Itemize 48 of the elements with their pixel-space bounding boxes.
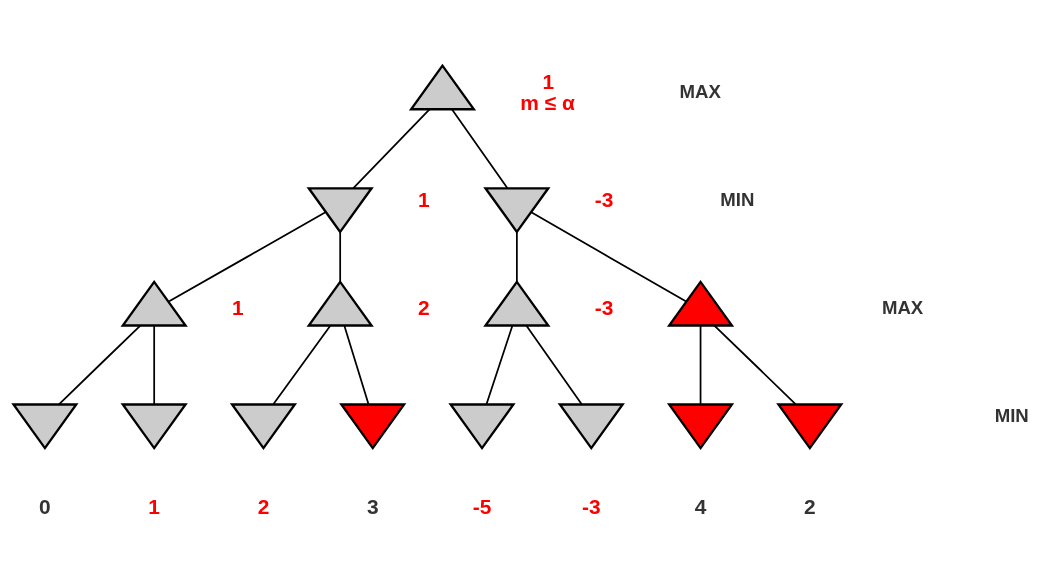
node-label: 1 bbox=[542, 69, 555, 93]
node-label: -3 bbox=[594, 295, 614, 319]
connector bbox=[343, 324, 370, 405]
node-triangle bbox=[776, 402, 844, 450]
node-label: 3 bbox=[366, 494, 379, 518]
connector bbox=[272, 324, 332, 405]
connector bbox=[485, 324, 514, 405]
node-triangle bbox=[120, 402, 188, 450]
node-triangle bbox=[408, 63, 477, 110]
label: MAX bbox=[679, 80, 721, 102]
connector bbox=[530, 210, 688, 302]
node-triangle bbox=[483, 186, 551, 234]
node-triangle bbox=[306, 279, 374, 327]
node-label: 1 bbox=[232, 295, 244, 319]
node-triangle bbox=[666, 279, 735, 327]
connector bbox=[352, 107, 431, 189]
connector bbox=[525, 324, 583, 405]
connector bbox=[58, 324, 142, 405]
node-label: 4 bbox=[694, 494, 707, 518]
node-label: -3 bbox=[581, 494, 601, 518]
connector bbox=[699, 324, 702, 405]
node-triangle bbox=[229, 402, 298, 450]
node-label: 1 bbox=[148, 494, 160, 518]
node-triangle bbox=[483, 279, 551, 327]
connector bbox=[153, 324, 156, 405]
node-triangle bbox=[11, 402, 79, 450]
node-label: 2 bbox=[418, 295, 430, 319]
node-label: -5 bbox=[472, 494, 492, 518]
connector bbox=[339, 230, 342, 283]
connector bbox=[167, 210, 327, 302]
node-label: m ≤ α bbox=[520, 90, 575, 114]
connector bbox=[713, 324, 797, 405]
label: MIN bbox=[720, 188, 755, 210]
node-triangle bbox=[448, 402, 516, 450]
node-label: 0 bbox=[39, 494, 51, 518]
node-triangle bbox=[339, 402, 407, 450]
node-label: -3 bbox=[594, 187, 614, 211]
node-triangle bbox=[557, 402, 625, 450]
label: MIN bbox=[994, 404, 1029, 426]
node-label: 1 bbox=[418, 187, 430, 211]
connector bbox=[516, 230, 518, 283]
node-label: 2 bbox=[804, 494, 816, 518]
connector bbox=[451, 107, 509, 189]
node-triangle bbox=[666, 402, 735, 450]
node-label: 2 bbox=[257, 494, 270, 518]
label: MAX bbox=[881, 296, 924, 318]
node-triangle bbox=[120, 279, 188, 327]
node-triangle bbox=[306, 186, 374, 234]
